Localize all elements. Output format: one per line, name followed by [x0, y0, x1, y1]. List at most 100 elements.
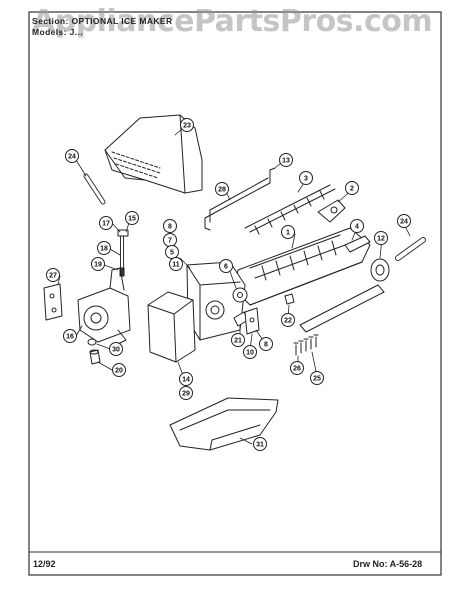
callout-circle: [163, 219, 177, 233]
callout-number: 11: [172, 262, 180, 269]
callout-number: 5: [170, 250, 174, 257]
valve-fittings-part: [87, 338, 101, 365]
callout-circle: [46, 268, 60, 282]
callout-8: 8: [163, 219, 177, 233]
callout-number: 8: [264, 342, 268, 349]
callout-19: 19: [91, 257, 105, 271]
callout-number: 17: [102, 221, 110, 228]
callout-number: 24: [400, 219, 408, 226]
callout-number: 21: [234, 338, 242, 345]
callout-circle: [219, 259, 233, 273]
callout-number: 26: [293, 366, 301, 373]
module-cover-part: [147, 291, 196, 363]
heater-part: [299, 284, 385, 333]
ice-mold-part: [234, 227, 371, 306]
callout-number: 24: [68, 154, 76, 161]
callout-circle: [169, 257, 183, 271]
callout-circle: [179, 372, 193, 386]
callout-29: 29: [179, 386, 193, 400]
small-hardware-parts: [233, 293, 295, 335]
callout-circle: [290, 361, 304, 375]
callout-number: 1: [286, 230, 290, 237]
callout-10: 10: [243, 345, 257, 359]
watermark-text: AppliancePartsPros.com: [32, 4, 433, 39]
bearing-part: [370, 258, 390, 282]
callout-circle: [215, 182, 229, 196]
callout-number: 31: [256, 442, 264, 449]
callout-label-layer: 2324132832241715875111412181927616222181…: [46, 118, 411, 451]
ice-chute-cover-part: [104, 114, 203, 194]
callout-circle: [109, 342, 123, 356]
models-heading: Models: J...: [32, 27, 84, 37]
ice-bin-part: [169, 397, 279, 451]
callout-number: 2: [350, 186, 354, 193]
callout-number: 4: [355, 224, 359, 231]
callout-number: 19: [94, 262, 102, 269]
footer-drawing-number: Drw No: A-56-28: [353, 559, 423, 569]
callout-circle: [97, 241, 111, 255]
callout-circle: [350, 219, 364, 233]
callout-number: 16: [66, 334, 74, 341]
callout-circle: [310, 371, 324, 385]
callout-5: 5: [165, 245, 179, 259]
callout-circle: [253, 437, 267, 451]
callout-1: 1: [281, 225, 295, 239]
callout-17: 17: [99, 216, 113, 230]
callout-24: 24: [65, 149, 79, 163]
callout-circle: [279, 153, 293, 167]
callout-27: 27: [46, 268, 60, 282]
callout-14: 14: [179, 372, 193, 386]
callout-24: 24: [397, 214, 411, 228]
ejector-blades-part: [244, 184, 336, 235]
callout-number: 20: [115, 368, 123, 375]
callout-11: 11: [169, 257, 183, 271]
callout-circle: [374, 231, 388, 245]
callout-8: 8: [259, 337, 273, 351]
rake-part: [344, 235, 371, 253]
callout-circle: [281, 225, 295, 239]
callout-number: 15: [128, 216, 136, 223]
callout-number: 18: [100, 246, 108, 253]
callout-number: 28: [218, 187, 226, 194]
footer-date: 12/92: [33, 559, 56, 569]
water-valve-part: [77, 267, 131, 345]
callout-28: 28: [215, 182, 229, 196]
callout-number: 23: [183, 123, 191, 130]
callout-number: 8: [168, 224, 172, 231]
screws-part: [293, 334, 319, 356]
callout-circle: [281, 313, 295, 327]
shutoff-arm-wire: [204, 167, 276, 231]
callout-circle: [180, 118, 194, 132]
callout-number: 7: [168, 238, 172, 245]
callout-18: 18: [97, 241, 111, 255]
callout-15: 15: [125, 211, 139, 225]
fill-tube-shaft-right: [395, 237, 426, 261]
callout-circle: [112, 363, 126, 377]
callout-number: 6: [224, 264, 228, 271]
callout-7: 7: [163, 233, 177, 247]
callout-number: 30: [112, 347, 120, 354]
callout-31: 31: [253, 437, 267, 451]
callout-2: 2: [345, 181, 359, 195]
callout-circle: [125, 211, 139, 225]
callout-circle: [397, 214, 411, 228]
callout-number: 22: [284, 318, 292, 325]
callout-13: 13: [279, 153, 293, 167]
callout-number: 13: [282, 158, 290, 165]
callout-23: 23: [180, 118, 194, 132]
callout-26: 26: [290, 361, 304, 375]
callout-20: 20: [112, 363, 126, 377]
callout-circle: [99, 216, 113, 230]
callout-number: 3: [304, 176, 308, 183]
callout-21: 21: [231, 333, 245, 347]
callout-22: 22: [281, 313, 295, 327]
callout-circle: [345, 181, 359, 195]
page-frame: [28, 11, 442, 576]
mounting-plate-part: [43, 283, 63, 321]
callout-number: 14: [182, 377, 190, 384]
callout-number: 25: [313, 376, 321, 383]
callout-3: 3: [299, 171, 313, 185]
callout-circle: [179, 386, 193, 400]
callout-6: 6: [219, 259, 233, 273]
callout-circle: [259, 337, 273, 351]
